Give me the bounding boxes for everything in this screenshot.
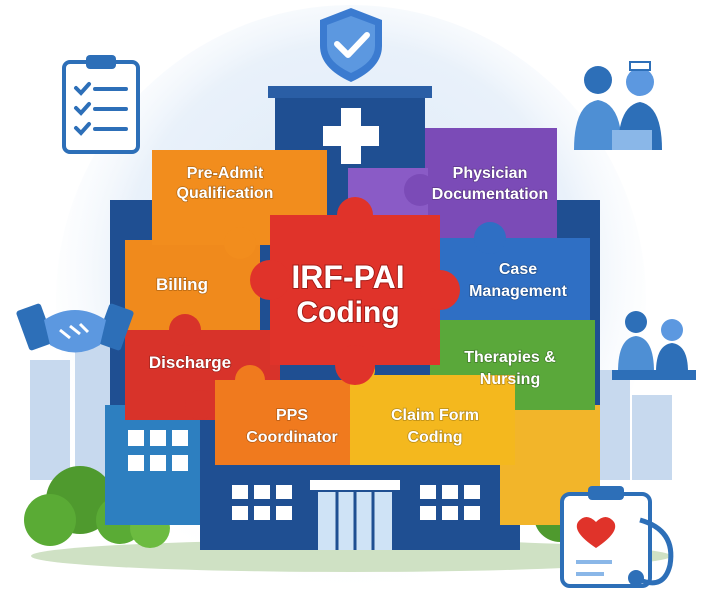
physician-label-line2: Documentation bbox=[432, 186, 548, 203]
claim-label-line2: Coding bbox=[407, 429, 462, 446]
puzzle-piece-pps bbox=[215, 365, 370, 465]
case-management-label-line1: Case bbox=[499, 261, 537, 278]
pre-admit-label-line1: Pre-Admit bbox=[187, 165, 264, 182]
pre-admit-label-line2: Qualification bbox=[177, 185, 274, 202]
patient-care-icon bbox=[612, 311, 696, 380]
doctor-nurse-icon bbox=[574, 61, 662, 150]
background-skyline bbox=[30, 330, 672, 480]
pps-label-line1: PPS bbox=[276, 407, 308, 424]
claim-label-line1: Claim Form bbox=[391, 407, 479, 424]
therapies-label-line2: Nursing bbox=[480, 371, 540, 388]
puzzle-piece-center bbox=[250, 197, 460, 385]
medical-clipboard-stethoscope-icon bbox=[560, 486, 674, 588]
pps-label-line2: Coordinator bbox=[246, 429, 338, 446]
discharge-label: Discharge bbox=[149, 353, 231, 372]
case-management-label-line2: Management bbox=[469, 283, 567, 300]
left-trees bbox=[24, 466, 170, 548]
center-label-line1: IRF-PAI bbox=[291, 259, 404, 295]
center-label-line2: Coding bbox=[296, 296, 399, 329]
medical-cross-icon bbox=[323, 108, 379, 164]
shield-check-icon bbox=[320, 8, 382, 82]
billing-label: Billing bbox=[156, 275, 208, 294]
clipboard-checklist-icon bbox=[62, 55, 140, 154]
puzzle-piece-claim bbox=[345, 355, 515, 465]
handshake-icon bbox=[16, 303, 134, 353]
physician-label-line1: Physician bbox=[453, 165, 528, 182]
therapies-label-line1: Therapies & bbox=[464, 349, 556, 366]
puzzle-piece-physician bbox=[348, 128, 557, 238]
